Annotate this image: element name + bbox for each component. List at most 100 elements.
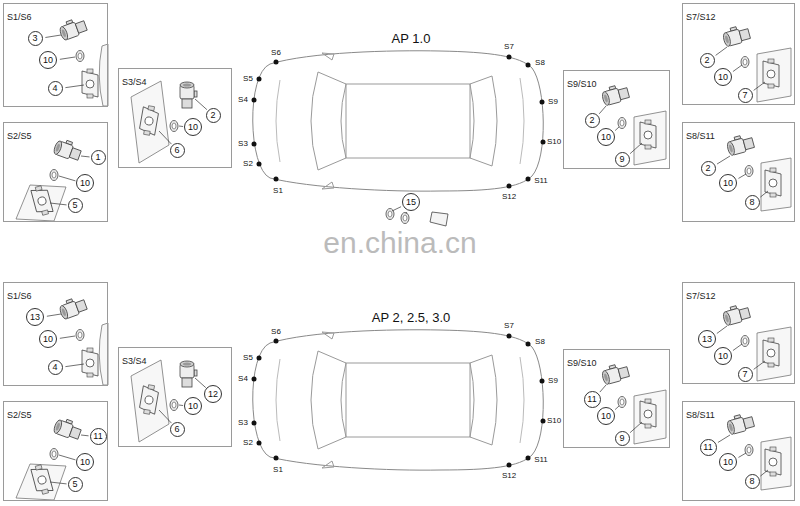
box-heading: S7/S12: [686, 12, 716, 23]
trunk-line: [520, 78, 524, 164]
callout-number: 11: [700, 439, 717, 456]
leader-line: [760, 470, 768, 476]
leader-line: [81, 435, 89, 437]
part-inset-box: S8/S112108: [682, 122, 795, 222]
label-text: S9: [548, 376, 558, 385]
ring-hole: [743, 338, 747, 344]
sensor-dot: [257, 162, 262, 167]
bracket-tab: [35, 186, 42, 191]
windshield: [311, 351, 346, 449]
callout-text: 5: [72, 480, 77, 489]
bumper-panel: [757, 48, 791, 102]
leader-line: [59, 176, 75, 181]
sensor-dot: [526, 456, 531, 461]
sensor-core: [724, 35, 729, 44]
bracket-plate: [82, 350, 98, 376]
callout-text: 11: [93, 432, 102, 441]
sensor-symbol: [58, 16, 88, 41]
bracket-tab: [770, 193, 776, 197]
callout-text: 9: [619, 434, 624, 443]
leader-line: [65, 85, 84, 88]
mirror: [322, 461, 334, 468]
bracket-tab: [42, 489, 49, 494]
sensor-label: S8: [535, 338, 545, 346]
sensor-dot: [274, 339, 279, 344]
sensor-plug: [739, 29, 750, 41]
leader-line: [630, 422, 642, 433]
part-inset-box: S2/S51105: [3, 122, 108, 222]
callout-text: 10: [80, 179, 90, 188]
callout-number: 2: [700, 53, 715, 68]
part-illustration: [600, 362, 666, 444]
bracket-plate: [640, 122, 656, 148]
ring-hole: [78, 332, 82, 338]
ring-hole: [620, 120, 624, 126]
box-heading: S2/S5: [7, 131, 32, 142]
sensor-plug: [743, 417, 754, 429]
callout-number: 10: [39, 51, 57, 69]
bracket-hole: [769, 179, 777, 187]
label-text: S7: [504, 321, 514, 330]
sensor-label: S12: [502, 193, 516, 201]
bracket-hole: [769, 458, 777, 466]
sensor-dot: [507, 334, 512, 339]
bracket-symbol: [82, 348, 98, 377]
callout-text: 2: [705, 164, 710, 173]
bumper-panel: [634, 111, 666, 165]
callout-number: 10: [184, 118, 202, 136]
callout-text: 8: [749, 477, 754, 486]
part-inset-box: S1/S613104: [3, 282, 108, 386]
callout-text: 8: [749, 198, 754, 207]
callout-number: 10: [714, 68, 732, 86]
label-text: S1: [273, 465, 283, 474]
leader-line: [733, 344, 742, 351]
bracket-hole: [37, 475, 47, 485]
callout-text: 2: [210, 111, 215, 120]
bracket-tab: [770, 168, 776, 172]
bumper-panel: [99, 323, 108, 385]
car-top-view: [252, 51, 546, 191]
sensor-latch: [194, 91, 197, 97]
callout-text: 11: [587, 395, 596, 404]
part-illustration: [58, 16, 108, 106]
roof: [346, 363, 470, 437]
bumper-panel: [757, 327, 791, 381]
ring-symbol: [50, 449, 58, 460]
bracket-tab: [144, 130, 151, 135]
mirror: [322, 332, 334, 339]
ring-symbol: [745, 166, 753, 177]
label-text: S10: [547, 137, 561, 146]
leader-line: [159, 131, 171, 144]
callout-text: 2: [704, 56, 709, 65]
ring-symbol: [618, 397, 626, 408]
sensor-face: [601, 370, 610, 385]
ring-hole: [747, 168, 751, 174]
sensor-dot: [257, 77, 262, 82]
rear-window: [470, 76, 497, 166]
box-heading: S1/S6: [7, 12, 32, 23]
part-illustration: [600, 83, 666, 165]
ring-symbol: [50, 170, 58, 181]
part-illustration: [721, 24, 791, 102]
bracket-plate: [31, 186, 53, 215]
callout-text: 2: [589, 116, 594, 125]
bracket-tab: [148, 106, 155, 111]
label-text: AP 1.0: [392, 31, 431, 46]
bracket-tab: [770, 447, 776, 451]
bracket-hole: [144, 116, 153, 125]
sensor-core: [183, 363, 191, 366]
sensor-symbol: [725, 412, 755, 435]
callout-number: 11: [90, 428, 107, 445]
sensor-label: S6: [271, 328, 281, 336]
callout-text: 7: [742, 91, 747, 100]
roof: [346, 84, 470, 158]
label-text: S11: [534, 176, 548, 185]
sensor-core: [728, 423, 733, 432]
bumper-panel: [131, 360, 169, 442]
callout-text: 10: [723, 458, 733, 467]
leader-line: [179, 405, 183, 407]
sensor-symbol: [600, 362, 630, 385]
ring-symbol: [745, 445, 753, 456]
sensor-face: [601, 91, 610, 106]
label-text: S10: [547, 416, 561, 425]
